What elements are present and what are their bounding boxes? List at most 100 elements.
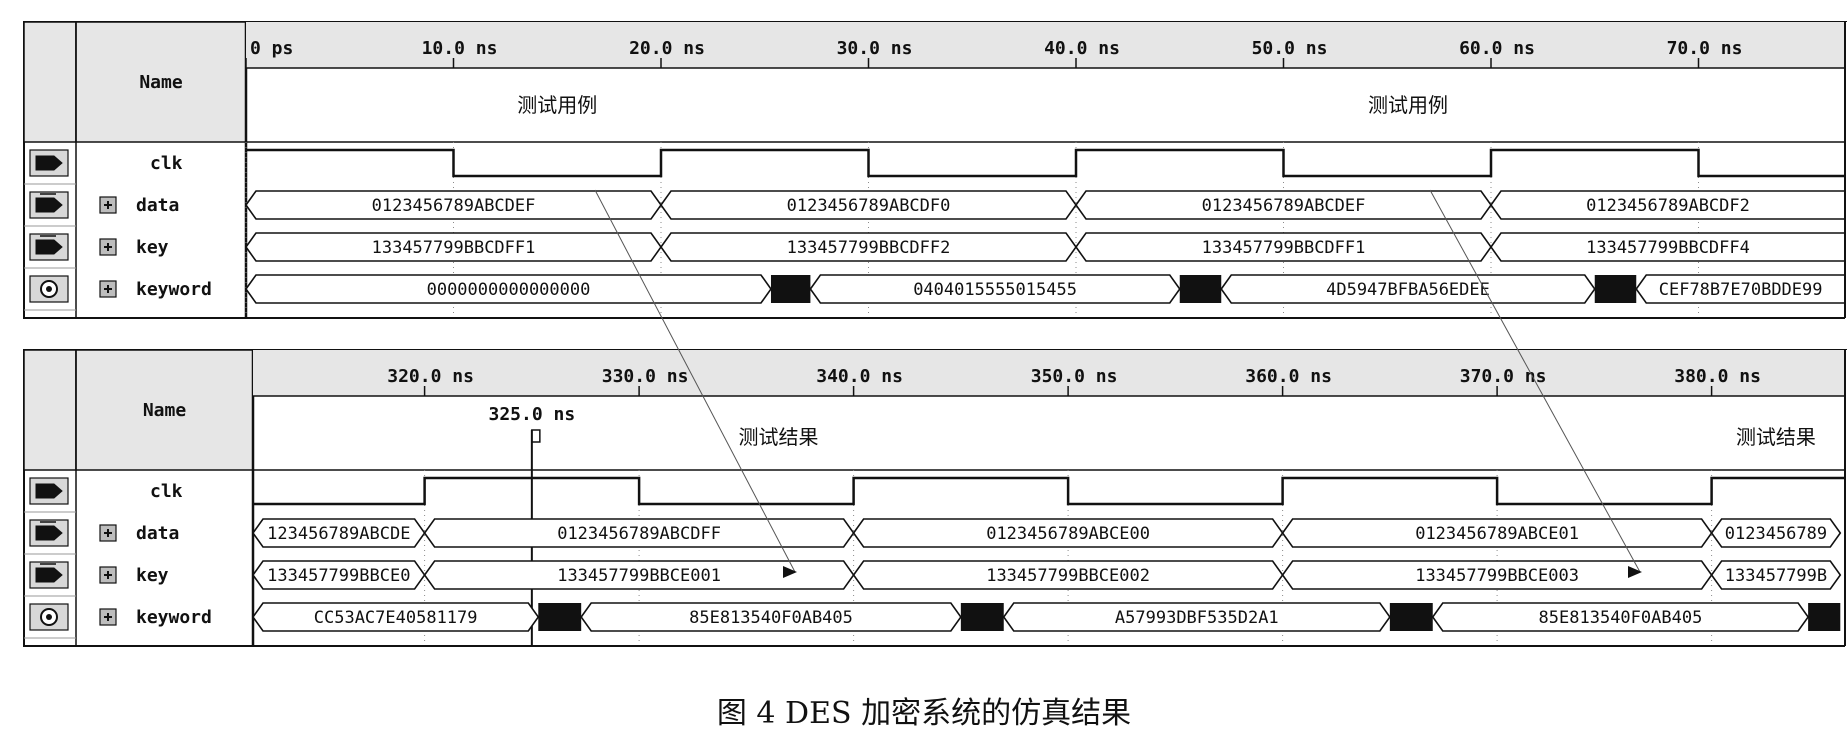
output-bus-icon (29, 275, 69, 303)
waveform-data: 0123456789ABCDEF 0123456789ABCDF0 01234567… (245, 190, 1846, 220)
time-ruler[interactable] (253, 350, 1845, 396)
bus-value-label: 133457799BBCDFF1 (1202, 238, 1366, 258)
input-bus-icon (29, 233, 69, 261)
glitch-block (1594, 275, 1637, 303)
bus-segment (1710, 518, 1842, 548)
cursor-time-label: 325.0 ns (488, 404, 575, 425)
bus-value-label: 133457799BBCE0 (267, 566, 410, 586)
input-bus-icon (29, 191, 69, 219)
time-ruler[interactable] (246, 22, 1845, 68)
bus-value-label: 0123456789 (1725, 524, 1827, 544)
signal-name: keyword (136, 279, 212, 300)
signal-row-clk[interactable]: clk (24, 476, 1845, 513)
time-tick-label: 370.0 ns (1460, 366, 1547, 387)
expand-toggle-icon[interactable] (99, 524, 117, 542)
time-tick-label: 380.0 ns (1674, 366, 1761, 387)
expand-toggle-icon[interactable] (99, 280, 117, 298)
time-tick-label: 70.0 ns (1667, 38, 1743, 59)
input-bus-icon (29, 519, 69, 547)
icon-column-header (23, 349, 77, 471)
expand-toggle-icon[interactable] (99, 196, 117, 214)
bus-value-label: 0000000000000000 (427, 280, 591, 300)
signal-name: clk (150, 153, 183, 174)
expand-toggle-icon[interactable] (99, 238, 117, 256)
signal-name: key (136, 237, 169, 258)
expand-toggle-icon[interactable] (99, 608, 117, 626)
icon-column-header (23, 21, 77, 143)
clock-trace (246, 148, 1845, 178)
transition-glitch (770, 275, 811, 303)
bus-value-label: 0123456789ABCDF2 (1586, 196, 1750, 216)
time-tick-label: 20.0 ns (629, 38, 705, 59)
arrow-head-icon (783, 566, 797, 578)
glitch-block (1808, 603, 1841, 631)
bus-value-label: 0123456789ABCDEF (1202, 196, 1366, 216)
waveform-clk (253, 476, 1845, 506)
glitch-block (960, 603, 1004, 631)
time-tick-label: 10.0 ns (422, 38, 498, 59)
annotation-label: 测试用例 (517, 93, 597, 117)
waveform-keyword: CC53AC7E40581179 85E813540F0AB405 A57993DB… (252, 602, 1841, 632)
signal-row-clk[interactable]: clk (24, 148, 1845, 185)
signal-name: data (136, 195, 179, 216)
waveform-clk (246, 148, 1845, 178)
bus-value-label: 0404015555015455 (913, 280, 1077, 300)
output-bus-icon (29, 603, 69, 631)
bus-value-label: 133457799BBCE002 (986, 566, 1150, 586)
time-tick-label: 360.0 ns (1245, 366, 1332, 387)
glitch-block (538, 603, 582, 631)
time-tick-label: 0 ps (250, 38, 293, 59)
transition-glitch (1179, 275, 1222, 303)
bus-value-label: CEF78B7E70BDDE99 (1659, 280, 1823, 300)
signal-name: clk (150, 481, 183, 502)
transition-glitch (538, 603, 582, 631)
bus-value-label: 133457799BBCE001 (557, 566, 721, 586)
annotation-label: 测试用例 (1368, 93, 1448, 117)
name-column-title: Name (143, 400, 187, 421)
name-column-header (75, 349, 254, 471)
time-tick-label: 340.0 ns (816, 366, 903, 387)
bus-value-label: A57993DBF535D2A1 (1115, 608, 1279, 628)
annotation-label: 测试结果 (739, 425, 819, 449)
input-bus-icon (29, 561, 69, 589)
time-tick-label: 30.0 ns (837, 38, 913, 59)
signal-name: data (136, 523, 179, 544)
bus-value-label: 0123456789ABCDF0 (787, 196, 951, 216)
bus-value-label: 85E813540F0AB405 (689, 608, 853, 628)
transition-glitch (1389, 603, 1433, 631)
mapping-guide-line (594, 189, 796, 573)
signal-row-data[interactable]: data 123456789ABCDE 0123456789ABCDFF 012345… (24, 518, 1842, 555)
time-tick-label: 350.0 ns (1031, 366, 1118, 387)
name-column-header (75, 21, 247, 143)
bus-value-label: 0123456789ABCE00 (986, 524, 1150, 544)
input-pin-icon (29, 149, 69, 177)
expand-toggle-icon[interactable] (99, 566, 117, 584)
figure-caption: 图 4 DES 加密系统的仿真结果 (716, 696, 1132, 731)
glitch-block (1389, 603, 1433, 631)
time-tick-label: 320.0 ns (387, 366, 474, 387)
bus-value-label: 123456789ABCDE (267, 524, 410, 544)
bus-value-label: 133457799B (1725, 566, 1827, 586)
bus-value-label: 0123456789ABCDFF (557, 524, 721, 544)
cursor-handle[interactable] (531, 429, 541, 443)
mapping-guide-line (1429, 189, 1641, 573)
transition-glitch (1808, 603, 1841, 631)
bus-segment (1710, 560, 1842, 590)
bus-value-label: 0123456789ABCE01 (1415, 524, 1579, 544)
bus-value-label: CC53AC7E40581179 (314, 608, 478, 628)
time-tick-label: 60.0 ns (1459, 38, 1535, 59)
time-tick-label: 40.0 ns (1044, 38, 1120, 59)
bus-value-label: 133457799BBCDFF1 (372, 238, 536, 258)
name-column-title: Name (139, 72, 183, 93)
waveform-key: 133457799BBCE0 133457799BBCE001 133457799B… (252, 560, 1842, 590)
